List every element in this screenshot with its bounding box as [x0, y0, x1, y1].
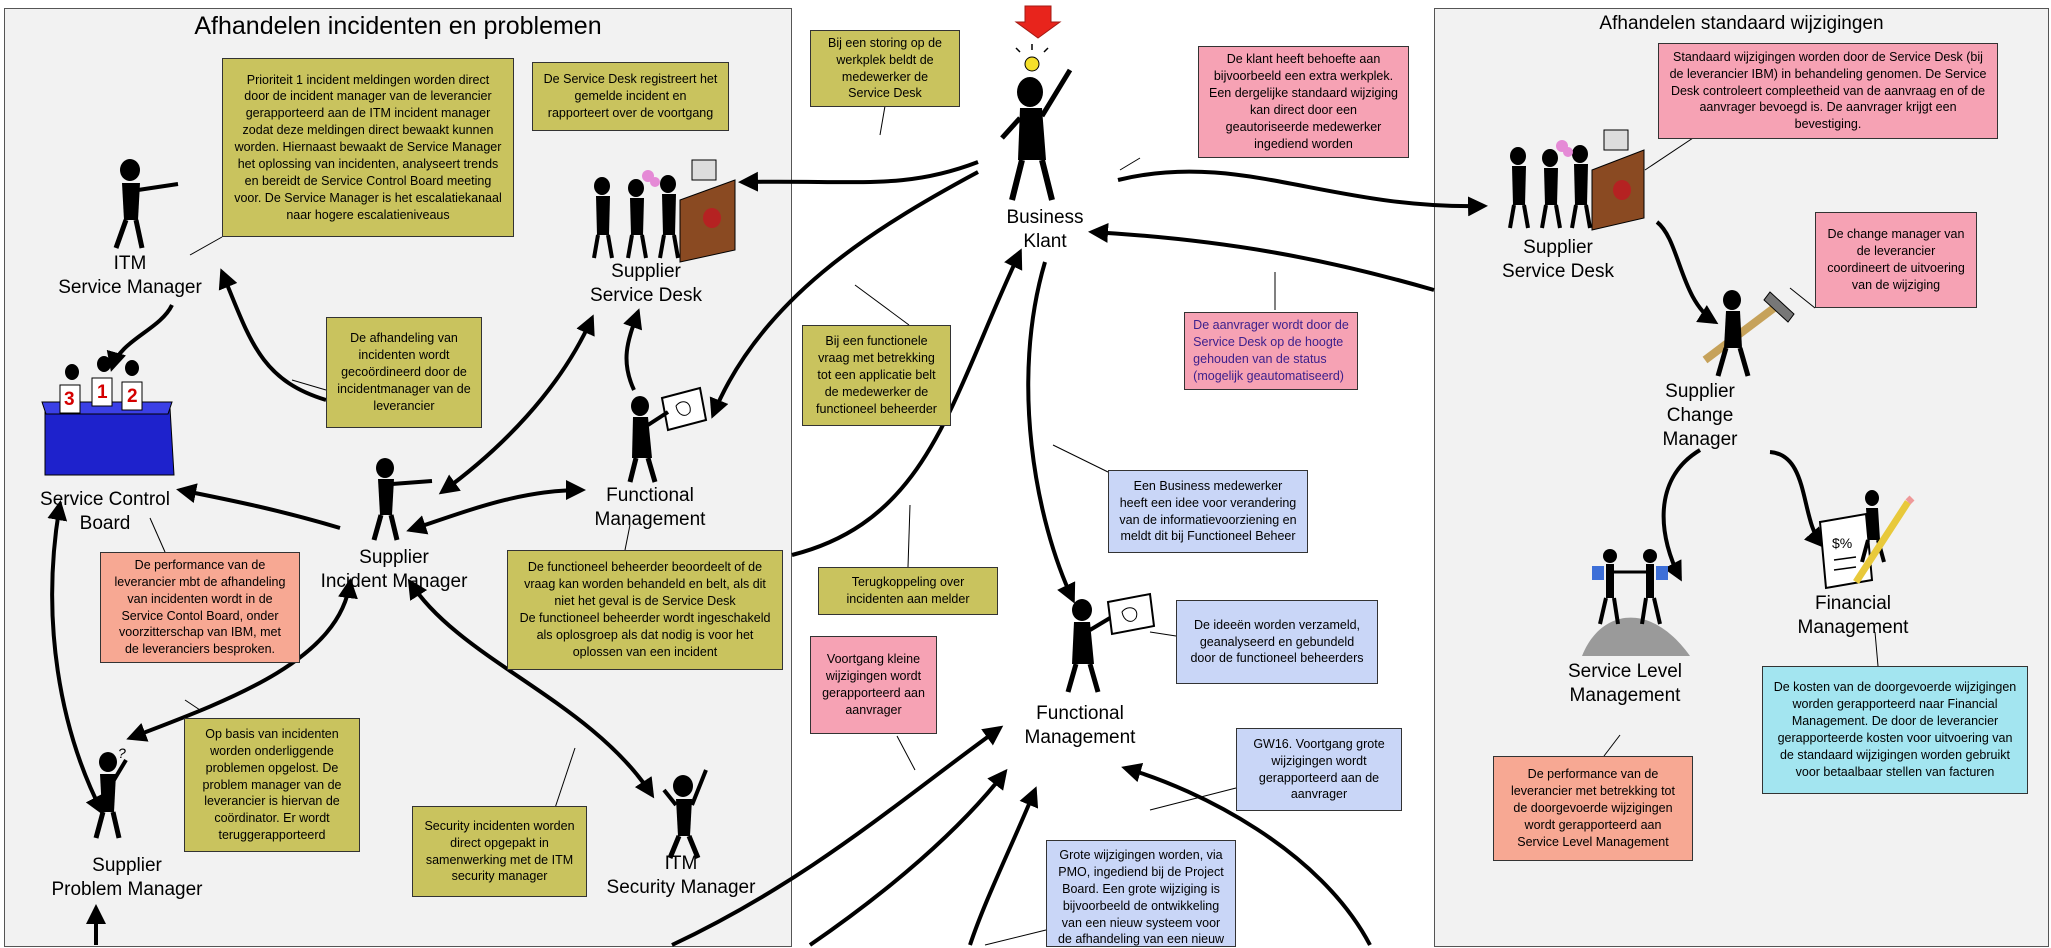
arrow-klant-to-funcmgmt-center	[1026, 261, 1076, 604]
handshake-on-mountain-icon	[1582, 549, 1690, 656]
arrow-lower-curve-4	[968, 786, 1039, 946]
person-with-map-icon	[627, 386, 708, 483]
scb-card-3: 2	[127, 386, 138, 407]
callout-storing	[879, 105, 886, 136]
callout-funcbeheer	[624, 524, 631, 551]
callout-scb	[149, 517, 166, 553]
arrow-funcbeheer-to-klant	[791, 248, 1023, 557]
arrow-pm-to-scb	[47, 500, 104, 816]
note-standaard-wijzigingen: Standaard wijzigingen worden door de Ser…	[1658, 43, 1998, 139]
start-arrow	[1014, 5, 1062, 39]
incident-panel-title: Afhandelen incidenten en problemen	[194, 12, 602, 40]
callout-slm	[1603, 734, 1621, 757]
standard-change-panel-title: Afhandelen standaard wijzigingen	[1599, 13, 1884, 34]
arrow-lower-curve-3	[1121, 762, 1372, 946]
scoring-table-icon: 3 1 2	[41, 356, 175, 476]
arrow-right-to-klant	[1088, 222, 1435, 292]
thinking-person-icon	[1000, 44, 1073, 201]
arrow-sim-sec	[407, 578, 655, 799]
callout-gw16	[1149, 787, 1237, 811]
note-functioneel-beheerder: De functioneel beheerder beoordeelt of d…	[507, 550, 783, 670]
person-pointing-icon	[113, 159, 179, 249]
callout-klein	[896, 735, 916, 771]
arrow-sim-pm	[126, 578, 358, 742]
callout-terug	[907, 504, 911, 568]
arrow-itm-to-scb	[106, 304, 174, 372]
confused-person-icon: ?	[93, 745, 128, 839]
callout-grote	[984, 929, 1047, 946]
arrow-klant-to-servicedesk	[738, 160, 979, 192]
arrow-cm-to-fin	[1769, 450, 1825, 549]
incident-manager-pointing-icon	[371, 458, 433, 541]
callout-ideeen	[1149, 631, 1177, 637]
scb-card-1: 3	[64, 389, 75, 410]
callout-change	[1789, 287, 1816, 309]
callout-kosten	[1874, 631, 1879, 667]
callout-func-vraag	[854, 284, 910, 326]
ledger-with-pencil-icon: $%	[1818, 490, 1915, 590]
hammer-person-icon	[1702, 290, 1795, 377]
arrow-lower-curve-1	[671, 725, 1004, 947]
arrow-sim-sd	[438, 314, 595, 495]
arrow-klant-to-funcmgmt	[709, 170, 979, 419]
callout-business	[1052, 444, 1109, 473]
arrow-lower-curve-2	[808, 768, 1008, 947]
callout-klant	[1119, 157, 1141, 171]
scb-card-2: 1	[97, 382, 108, 403]
alarmed-person-icon	[662, 769, 708, 859]
arrow-cm-to-slm	[1661, 448, 1702, 582]
arrow-coord-to-itm	[218, 268, 327, 402]
arrow-sd-to-cm	[1655, 220, 1719, 325]
arrow-fm-to-sd	[623, 308, 643, 391]
note-prio1: Prioriteit 1 incident meldingen worden d…	[222, 58, 514, 237]
callout-coord	[291, 379, 327, 391]
arrow-sim-fm	[406, 480, 586, 535]
callout-prio1	[189, 236, 223, 256]
service-desk-team-icon	[1508, 129, 1645, 231]
note-ideeen: De ideeën worden verzameld,geanalyseerd …	[1176, 600, 1378, 684]
note-kosten: De kosten van de doorgevoerde wijziginge…	[1762, 666, 2028, 794]
arrow-klant-to-right-sd	[1117, 169, 1488, 217]
person-with-plan-icon	[1065, 592, 1156, 693]
service-desk-group-icon	[592, 159, 736, 263]
arrow-sim-to-scb	[176, 483, 341, 530]
svg-text:?: ?	[118, 745, 126, 761]
fin-ledger-glyph: $%	[1832, 535, 1852, 551]
